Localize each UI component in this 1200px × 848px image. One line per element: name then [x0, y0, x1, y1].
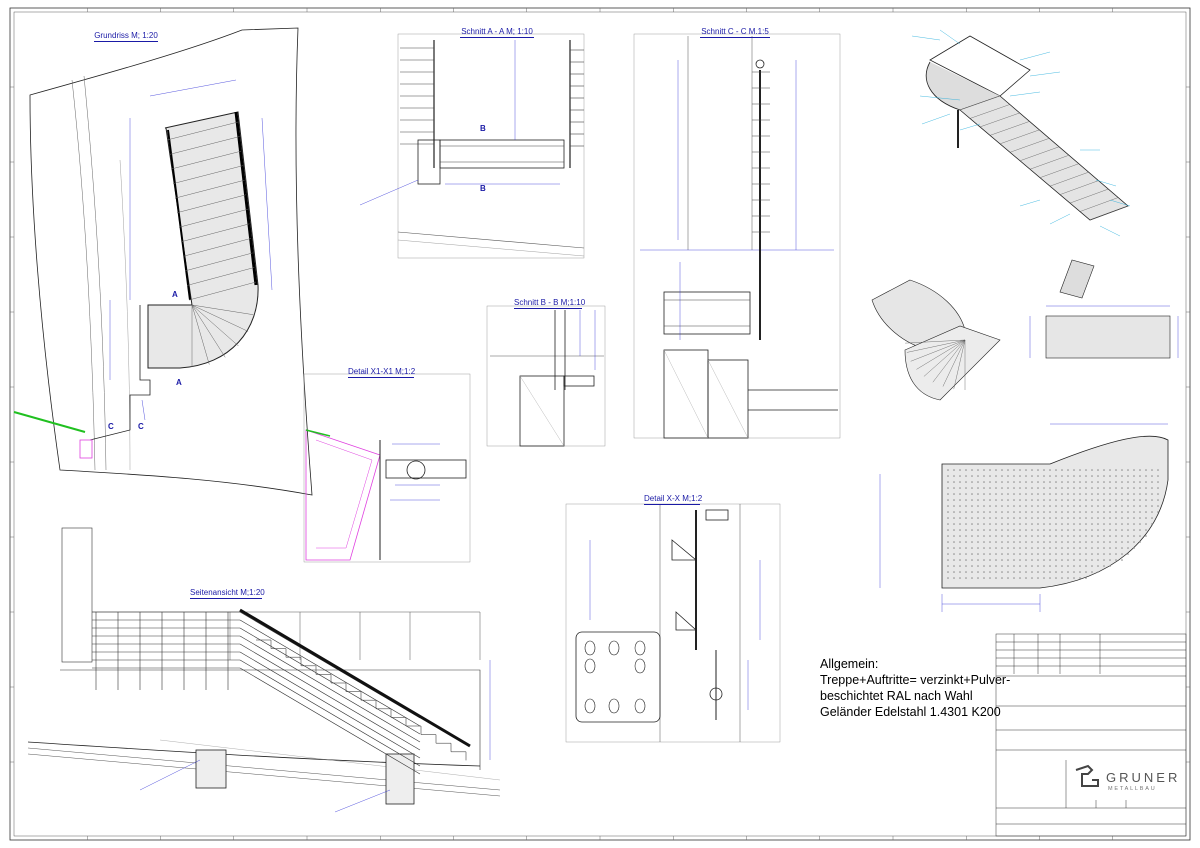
- title-block: [995, 633, 1187, 837]
- schnitt-cc-title: Schnitt C - C M.1:5: [700, 27, 770, 38]
- section-marker-b1: B: [480, 124, 486, 133]
- notes-line-1: Treppe+Auftritte= verzinkt+Pulver-: [820, 673, 1011, 687]
- section-marker-a2: A: [176, 378, 182, 387]
- company-logo-name: GRUNER: [1106, 770, 1181, 785]
- detail-xx-view: [565, 503, 781, 743]
- zone-ticks: [10, 8, 1190, 840]
- section-marker-c2: C: [138, 422, 144, 431]
- notes-line-3: Geländer Edelstahl 1.4301 K200: [820, 705, 1001, 719]
- schnitt-aa-title: Schnitt A - A M; 1:10: [460, 27, 534, 38]
- tread-details: [871, 279, 1179, 401]
- schnitt-bb-title: Schnitt B - B M;1:10: [514, 298, 586, 309]
- general-notes: Allgemein: Treppe+Auftritte= verzinkt+Pu…: [820, 656, 1010, 720]
- detail-x1-view: [303, 373, 471, 563]
- notes-line-2: beschichtet RAL nach Wahl: [820, 689, 973, 703]
- isometric-view: [911, 29, 1131, 299]
- company-logo-sub: METALLBAU: [1108, 786, 1157, 792]
- notes-heading: Allgemein:: [820, 657, 879, 671]
- seitenansicht-title: Seitenansicht M;1:20: [190, 588, 265, 599]
- detail-x1-title: Detail X1-X1 M;1:2: [348, 367, 416, 378]
- schnitt-cc-view: [633, 33, 841, 439]
- section-marker-c1: C: [108, 422, 114, 431]
- section-marker-b2: B: [480, 184, 486, 193]
- tread-plan: [879, 423, 1169, 612]
- grundriss-view: [13, 27, 313, 496]
- grundriss-title: Grundriss M; 1:20: [94, 31, 158, 42]
- schnitt-aa-view: [359, 33, 585, 259]
- schnitt-bb-view: [486, 305, 606, 447]
- seitenansicht-view: [27, 527, 501, 813]
- section-marker-a1: A: [172, 290, 178, 299]
- detail-xx-title: Detail X-X M;1:2: [644, 494, 703, 505]
